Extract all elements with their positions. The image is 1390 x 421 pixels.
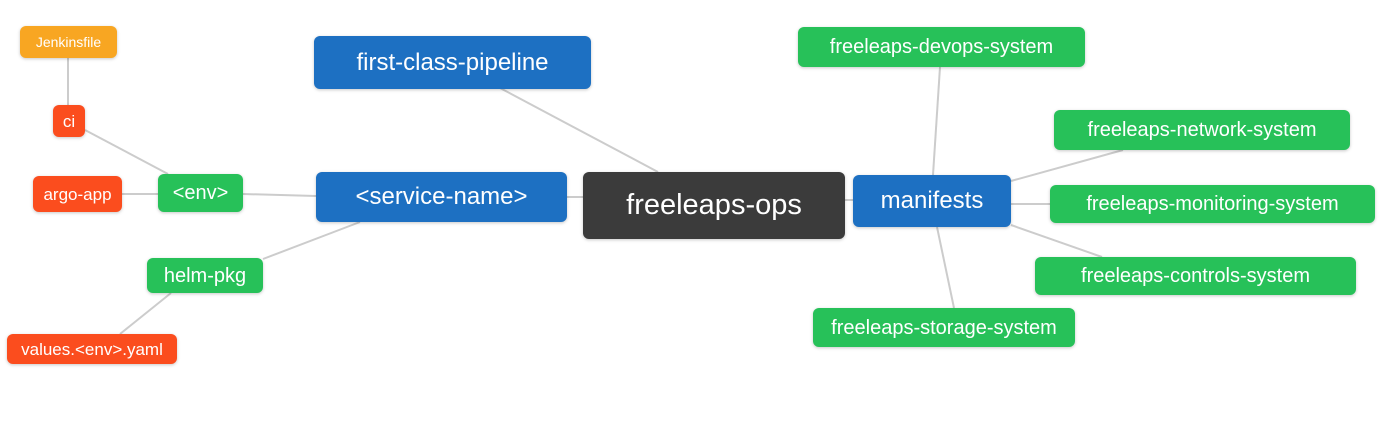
edge-first-class-pipeline-to-freeleaps-ops (499, 87, 659, 173)
mindmap-node-freeleaps-devops-system[interactable]: freeleaps-devops-system (798, 27, 1085, 67)
edge-freeleaps-network-system-to-manifests (1010, 149, 1124, 182)
mindmap-node-freeleaps-storage-system[interactable]: freeleaps-storage-system (813, 308, 1075, 347)
mindmap-node-freeleaps-network-system[interactable]: freeleaps-network-system (1054, 110, 1350, 150)
mindmap-node-helm-pkg[interactable]: helm-pkg (147, 258, 263, 293)
mindmap-node-manifests[interactable]: manifests (853, 175, 1011, 227)
edge-ci-to-env (84, 129, 169, 175)
mindmap-node-ci[interactable]: ci (53, 105, 85, 137)
mindmap-node-values-env-yaml[interactable]: values.<env>.yaml (7, 334, 177, 364)
edge-env-to-service-name (242, 193, 317, 197)
mindmap-node-freeleaps-monitoring-system[interactable]: freeleaps-monitoring-system (1050, 185, 1375, 223)
mindmap-node-service-name[interactable]: <service-name> (316, 172, 567, 222)
edge-freeleaps-controls-system-to-manifests (1010, 224, 1103, 258)
mindmap-node-jenkinsfile[interactable]: Jenkinsfile (20, 26, 117, 58)
mindmap-node-first-class-pipeline[interactable]: first-class-pipeline (314, 36, 591, 89)
edge-helm-pkg-to-service-name (262, 221, 361, 260)
mindmap-node-argo-app[interactable]: argo-app (33, 176, 122, 212)
mindmap-node-env[interactable]: <env> (158, 174, 243, 212)
edge-freeleaps-storage-system-to-manifests (936, 226, 955, 309)
mindmap-node-freeleaps-ops[interactable]: freeleaps-ops (583, 172, 845, 239)
edge-values-env-yaml-to-helm-pkg (119, 292, 172, 335)
mindmap-node-freeleaps-controls-system[interactable]: freeleaps-controls-system (1035, 257, 1356, 295)
edge-freeleaps-devops-system-to-manifests (932, 66, 941, 176)
